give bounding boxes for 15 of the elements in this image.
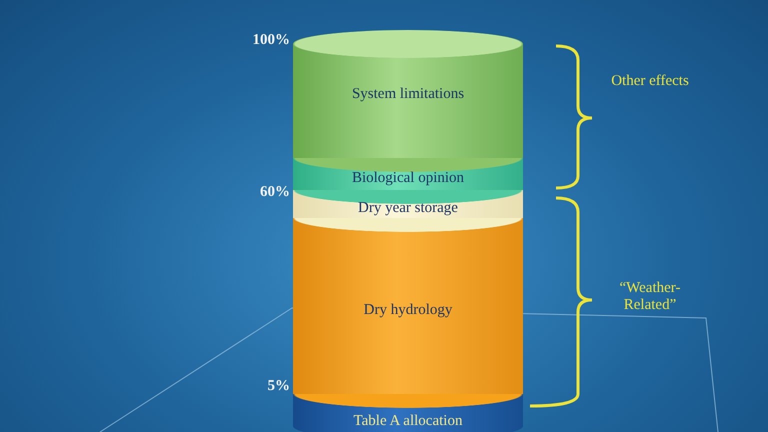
cylinder-segment bbox=[293, 190, 523, 218]
cylinder-segment bbox=[293, 218, 523, 394]
axis-percent-label: 100% bbox=[252, 32, 290, 49]
bracket-label: “Weather-Related” bbox=[618, 280, 682, 314]
segment-label: Dry hydrology bbox=[364, 302, 452, 318]
segment-label: System limitations bbox=[352, 86, 464, 102]
cylinder-segment bbox=[293, 30, 523, 158]
segment-label: Dry year storage bbox=[358, 200, 458, 216]
segment-label: Biological opinion bbox=[352, 170, 464, 186]
cylinder-segment bbox=[293, 158, 523, 190]
cylinder-segment bbox=[293, 394, 523, 432]
segment-label: Table A allocation bbox=[354, 412, 462, 430]
bracket-label: Other effects bbox=[610, 73, 690, 90]
axis-percent-label: 60% bbox=[259, 184, 290, 201]
axis-percent-label: 5% bbox=[266, 378, 290, 395]
